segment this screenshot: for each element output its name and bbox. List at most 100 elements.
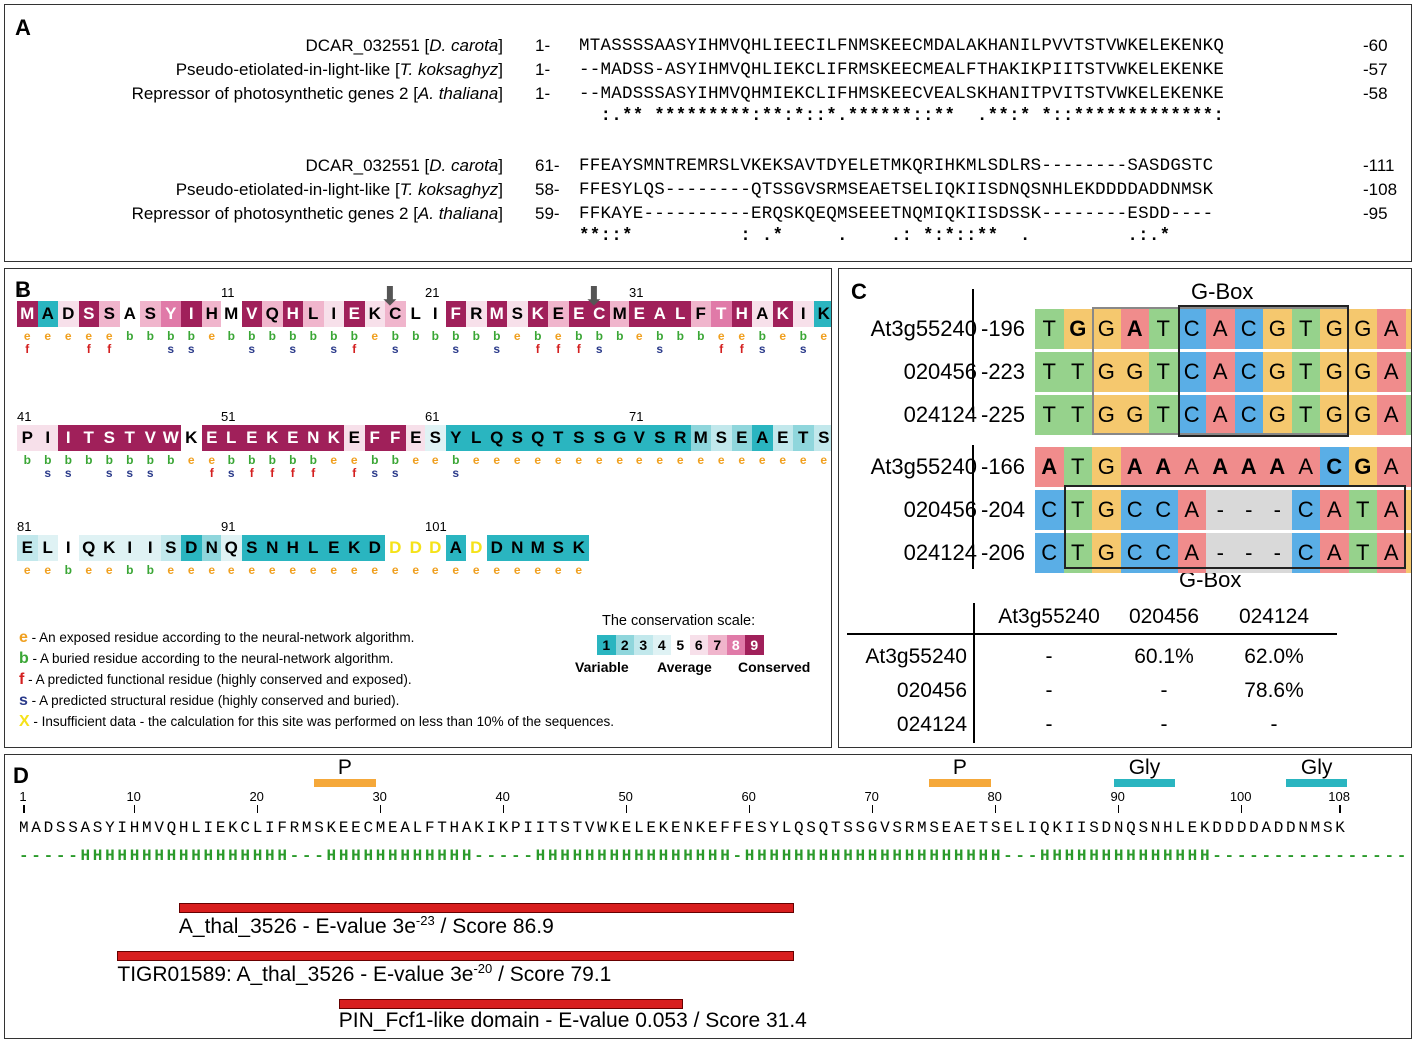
- residue: V: [140, 425, 161, 451]
- promoter-name: At3g55240: [870, 316, 977, 341]
- divider: [972, 445, 974, 569]
- exposure-code: b: [309, 329, 317, 343]
- residue: F: [445, 301, 466, 327]
- exposure-code: e: [187, 563, 195, 577]
- feature-bar: [929, 779, 991, 787]
- exposure-code: e: [472, 563, 480, 577]
- species-name: D. carota: [429, 36, 499, 55]
- residue: K: [181, 425, 202, 451]
- residue: Q: [486, 425, 507, 451]
- sequence: FFESYLQS--------QTSSGVSRMSEAETSELIQKIISD…: [579, 180, 1214, 200]
- exposure-code: b: [105, 453, 113, 467]
- table-cell: -: [1045, 645, 1053, 668]
- nucleotide: C: [1177, 309, 1206, 349]
- exposure-code: b: [167, 329, 175, 343]
- table-row-name: 024124: [896, 713, 967, 736]
- domain-hit-label: PIN_Fcf1-like domain - E-value 0.053 / S…: [339, 1009, 807, 1033]
- nucleotide: G: [1405, 309, 1411, 349]
- exposure-code: b: [472, 329, 480, 343]
- block-number: 71: [629, 409, 644, 424]
- residue: C: [589, 301, 610, 327]
- nucleotide: A: [1377, 447, 1406, 487]
- function-code: s: [391, 466, 399, 480]
- exposure-code: b: [64, 563, 72, 577]
- promoter-position: -196: [981, 316, 1026, 341]
- residue: K: [813, 301, 831, 327]
- exposure-code: e: [227, 563, 235, 577]
- nucleotide: C: [1149, 490, 1178, 530]
- exposure-code: e: [105, 329, 113, 343]
- exposure-code: e: [534, 563, 542, 577]
- arrow-down-icon: ⬇: [583, 281, 605, 311]
- residue: D: [486, 535, 507, 561]
- legend-key: e: [19, 629, 28, 646]
- residue: W: [160, 425, 181, 451]
- promoter-name: At3g55240: [870, 454, 977, 479]
- exposure-code: e: [575, 453, 583, 467]
- exposure-code: e: [472, 453, 480, 467]
- sequence-name: Repressor of photosynthetic genes 2 [A. …: [5, 83, 503, 105]
- function-code: s: [167, 342, 175, 356]
- promoter-row: 020456-223TTGGTCACGTGGAT: [839, 352, 1411, 392]
- tick-mark: [1117, 805, 1120, 813]
- residue: S: [589, 425, 610, 451]
- function-code: f: [311, 466, 316, 480]
- feature-label: Gly: [1128, 756, 1161, 779]
- feature-label: P: [337, 756, 352, 779]
- residue: A: [752, 425, 773, 451]
- end-position: -95: [1363, 204, 1388, 223]
- residue: I: [58, 535, 79, 561]
- residue: E: [731, 425, 752, 451]
- nucleotide: A: [1377, 352, 1406, 392]
- name-bracket: ]: [498, 156, 503, 175]
- table-cell: -: [1045, 679, 1053, 702]
- tick-mark: [625, 805, 628, 813]
- name-bracket: ]: [498, 36, 503, 55]
- tick-mark: [379, 805, 382, 813]
- residue: S: [507, 301, 528, 327]
- residue: S: [507, 425, 528, 451]
- exposure-code: b: [85, 453, 93, 467]
- residue: I: [323, 301, 344, 327]
- position-tick-label: 1: [19, 789, 27, 804]
- promoter-position: -225: [981, 402, 1026, 427]
- function-code: f: [290, 466, 295, 480]
- residue: F: [385, 425, 406, 451]
- exposure-code: b: [452, 329, 460, 343]
- exposure-code: b: [227, 329, 235, 343]
- nucleotide: A: [1377, 490, 1406, 530]
- residue: E: [344, 301, 365, 327]
- end-position: -108: [1363, 180, 1398, 199]
- residue: L: [37, 535, 58, 561]
- residue: E: [323, 535, 344, 561]
- exposure-code: e: [412, 563, 420, 577]
- function-code: s: [799, 342, 807, 356]
- residue: D: [425, 535, 446, 561]
- promoter-position: -223: [981, 359, 1026, 384]
- position-tick-label: 30: [372, 789, 387, 804]
- residue: S: [548, 535, 569, 561]
- legend-text: - A buried residue according to the neur…: [28, 651, 394, 666]
- promoter-name: 020456: [903, 359, 977, 384]
- residue: K: [568, 535, 589, 561]
- residue: A: [649, 301, 670, 327]
- arrow-down-icon: ⬇: [379, 281, 401, 311]
- position-tick-label: 20: [249, 789, 264, 804]
- block-number: 41: [17, 409, 32, 424]
- residue: F: [690, 301, 711, 327]
- function-code: f: [107, 342, 112, 356]
- exposure-code: e: [85, 563, 93, 577]
- nucleotide: T: [1149, 309, 1178, 349]
- residue: I: [425, 301, 446, 327]
- legend-text: - Insufficient data - the calculation fo…: [29, 714, 614, 729]
- tick-mark: [871, 805, 874, 813]
- scale-cell: 4: [652, 635, 671, 655]
- residue: L: [670, 301, 691, 327]
- nucleotide: -: [1206, 490, 1235, 530]
- exposure-code: b: [758, 329, 766, 343]
- residue: P: [17, 425, 38, 451]
- residue: N: [201, 535, 222, 561]
- exposure-code: b: [493, 329, 501, 343]
